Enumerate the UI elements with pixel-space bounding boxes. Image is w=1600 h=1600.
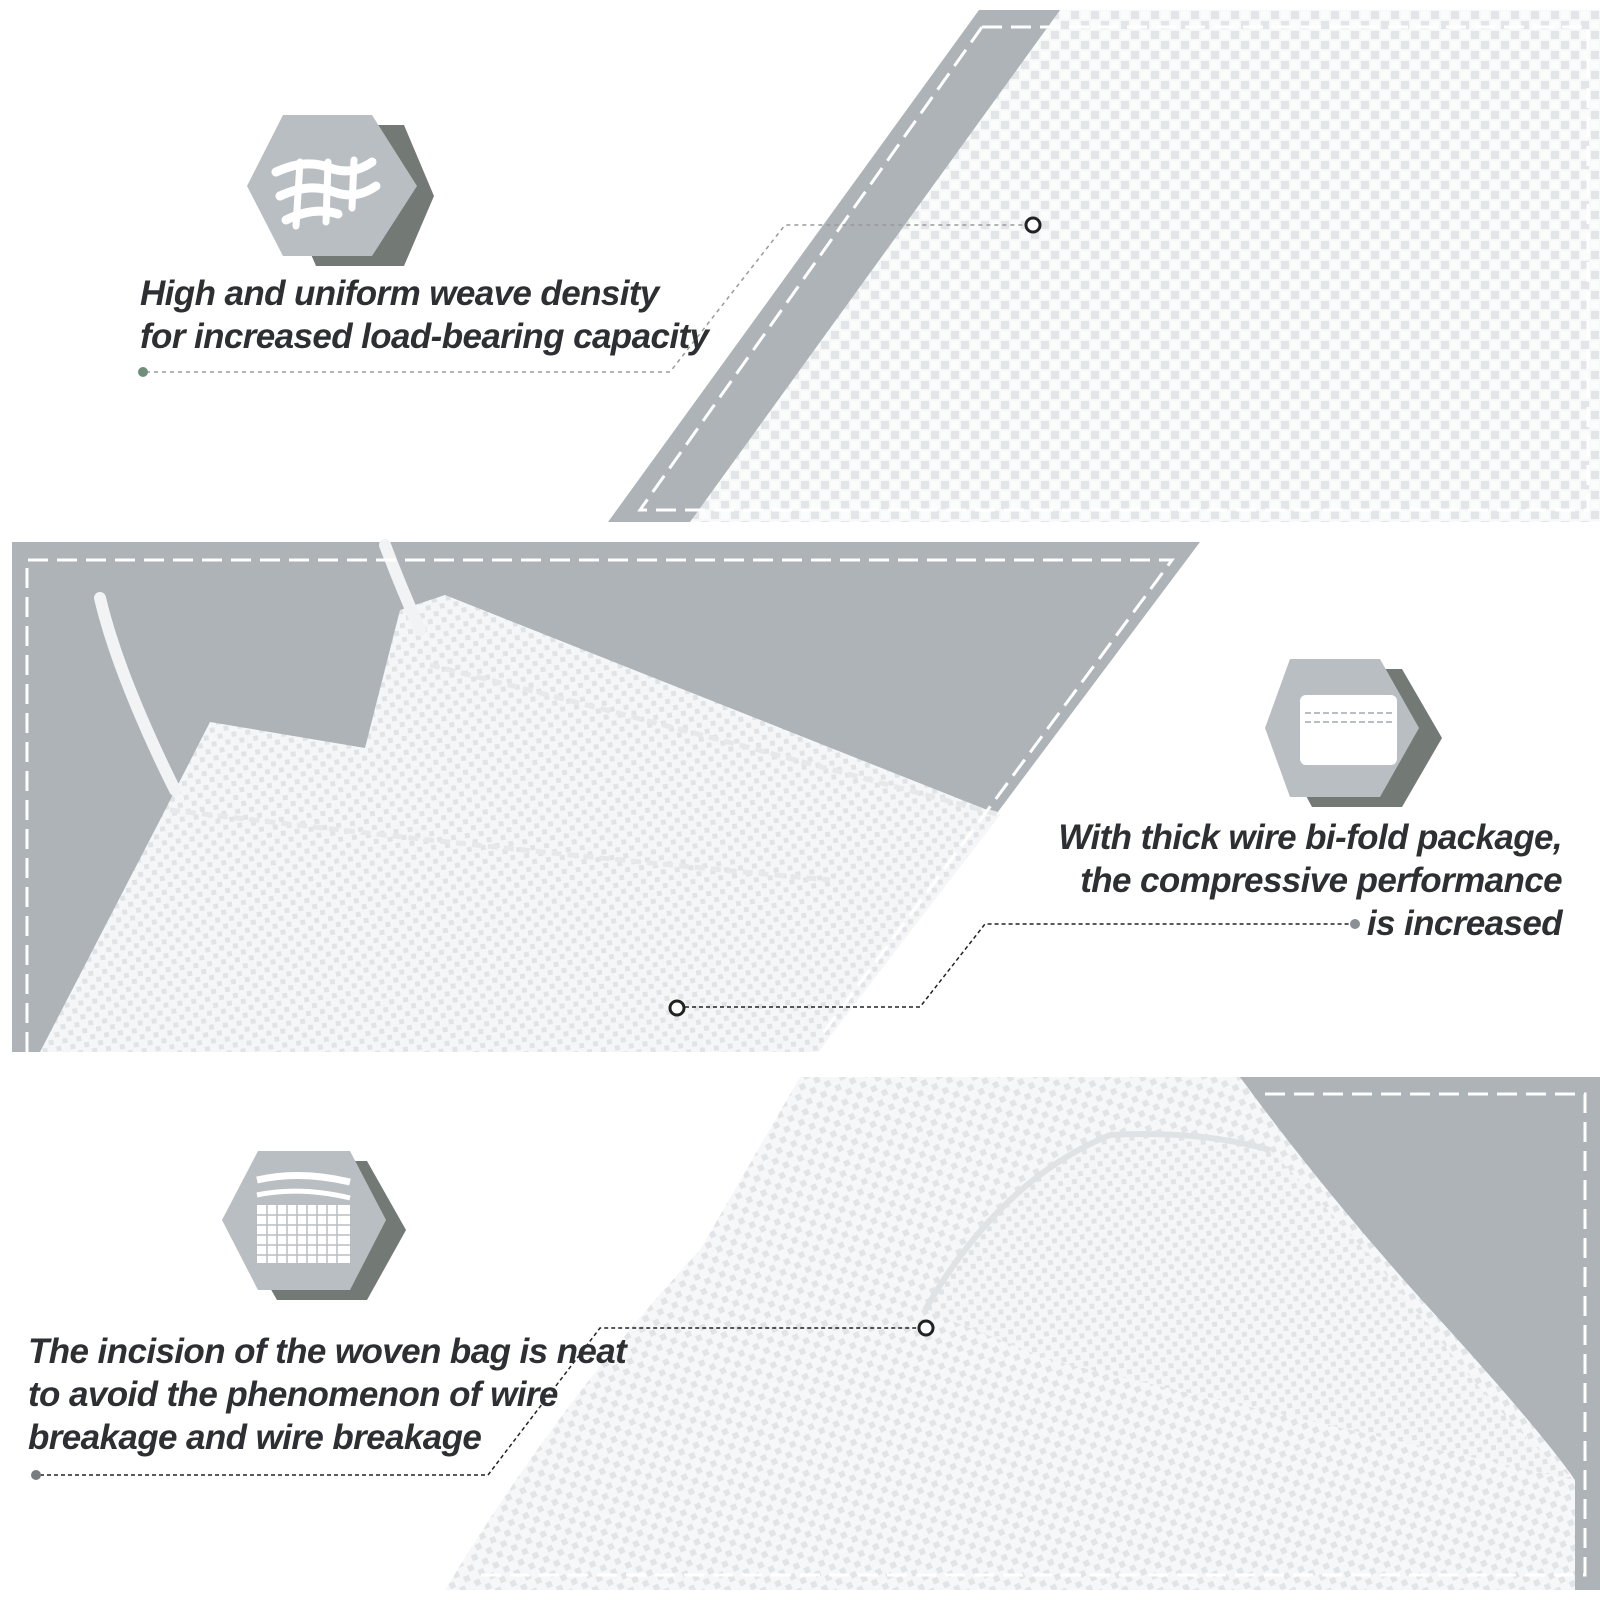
dashed-frame bbox=[637, 25, 1590, 512]
bag-inner-fold bbox=[925, 1134, 1575, 1480]
callout-marker bbox=[1024, 216, 1042, 234]
section-bifold-package bbox=[12, 539, 1442, 1052]
caption-line: The incision of the woven bag is neat bbox=[28, 1332, 627, 1371]
leader-line bbox=[40, 1327, 918, 1476]
caption-bifold-package: With thick wire bi-fold package, the com… bbox=[1058, 816, 1562, 945]
caption-line: is increased bbox=[1366, 904, 1563, 943]
leader-dot bbox=[31, 1470, 41, 1480]
bag-hem-stitch bbox=[169, 662, 1001, 883]
section-neat-incision bbox=[31, 1077, 1600, 1590]
bag-top-image bbox=[40, 595, 1000, 1052]
caption-line: breakage and wire breakage bbox=[28, 1418, 482, 1457]
cut-edge-grid-icon bbox=[222, 1151, 406, 1300]
callout-marker bbox=[668, 999, 686, 1017]
dashed-frame bbox=[25, 558, 1175, 1052]
bag-fold-crease bbox=[922, 1131, 1271, 1312]
leader-line bbox=[146, 224, 1028, 373]
fabric-closeup-image bbox=[690, 10, 1600, 522]
bag-drawstring bbox=[94, 539, 426, 796]
caption-line: With thick wire bi-fold package, bbox=[1058, 818, 1562, 857]
callout-marker bbox=[917, 1319, 935, 1337]
leader-dot bbox=[1350, 919, 1360, 929]
caption-line: High and uniform weave density bbox=[140, 274, 659, 313]
leader-dot bbox=[138, 367, 148, 377]
caption-line: the compressive performance bbox=[1080, 861, 1562, 900]
section-weave-density bbox=[138, 10, 1600, 522]
caption-line: to avoid the phenomenon of wire bbox=[28, 1375, 558, 1414]
stitched-hem-icon bbox=[1265, 659, 1442, 807]
caption-neat-incision: The incision of the woven bag is neat to… bbox=[28, 1330, 627, 1459]
caption-line: for increased load-bearing capacity bbox=[140, 317, 709, 356]
leader-line bbox=[685, 923, 1352, 1008]
caption-weave-density: High and uniform weave density for incre… bbox=[140, 272, 709, 358]
weave-fabric-icon bbox=[247, 115, 434, 266]
dashed-frame bbox=[475, 1092, 1587, 1577]
